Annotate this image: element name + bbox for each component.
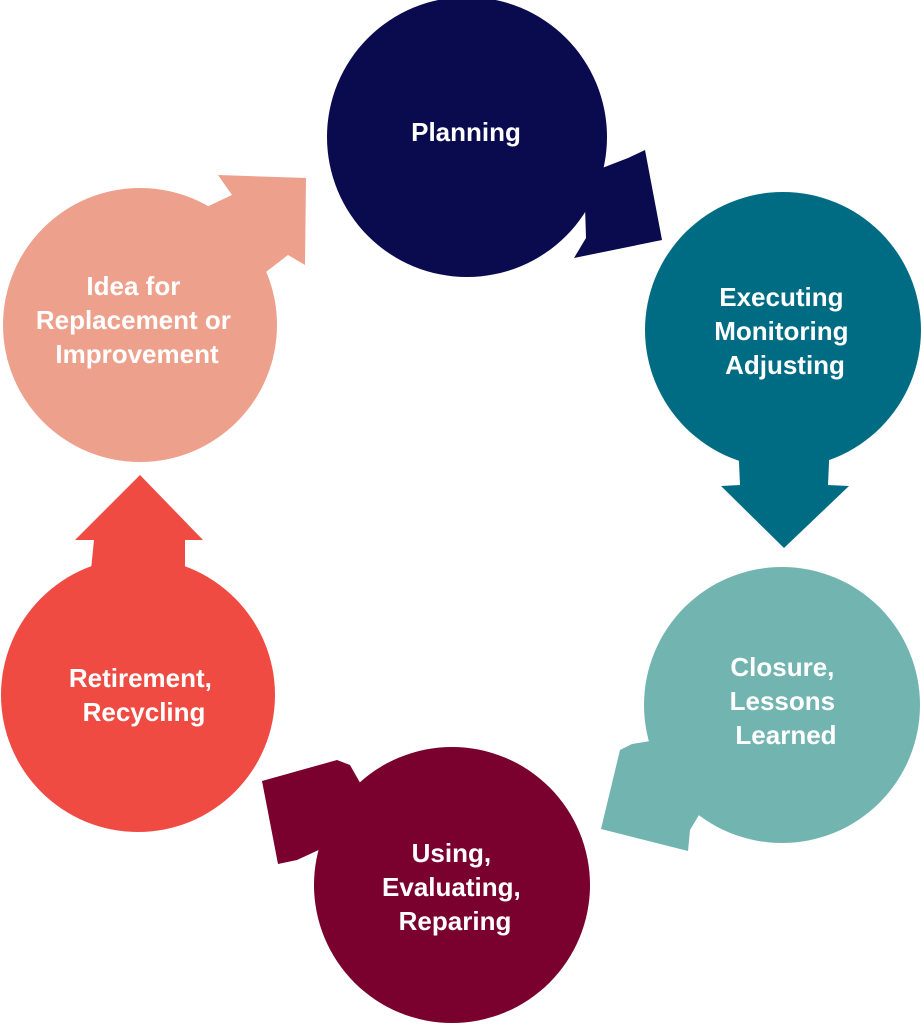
idea-label-line-2: Replacement or: [36, 305, 231, 335]
idea-label: Idea for Replacement or Improvement: [36, 271, 238, 369]
idea-label-line-3: Improvement: [55, 339, 219, 369]
closure-label-line-3: Learned: [735, 720, 836, 750]
retirement-label: Retirement, Recycling: [69, 663, 219, 727]
executing-label-line-3: Adjusting: [725, 350, 845, 380]
using-label: Using, Evaluating, Reparing: [382, 838, 528, 936]
executing-label: Executing Monitoring Adjusting: [714, 282, 856, 380]
idea-circle: [3, 188, 277, 462]
planning-label: Planning: [411, 117, 521, 147]
stage-using: Using, Evaluating, Reparing: [262, 747, 590, 1023]
using-label-line-2: Evaluating,: [382, 872, 521, 902]
using-label-line-1: Using,: [412, 838, 491, 868]
retirement-label-line-1: Retirement,: [69, 663, 212, 693]
using-circle: [314, 747, 590, 1023]
closure-label-line-2: Lessons: [730, 686, 836, 716]
using-arrow: [262, 760, 380, 864]
closure-circle: [644, 567, 920, 843]
stage-closure: Closure, Lessons Learned: [601, 567, 920, 851]
retirement-label-line-2: Recycling: [83, 697, 206, 727]
planning-circle: [327, 0, 607, 277]
idea-label-line-1: Idea for: [86, 271, 180, 301]
closure-label: Closure, Lessons Learned: [730, 652, 843, 750]
using-label-line-3: Reparing: [399, 906, 512, 936]
executing-label-line-2: Monitoring: [714, 316, 848, 346]
executing-circle: [645, 192, 921, 468]
retirement-circle: [1, 558, 275, 832]
executing-label-line-1: Executing: [719, 282, 843, 312]
planning-label-line-1: Planning: [411, 117, 521, 147]
stage-idea: Idea for Replacement or Improvement: [3, 175, 306, 462]
executing-arrow: [721, 440, 849, 548]
stage-executing: Executing Monitoring Adjusting: [645, 192, 921, 548]
closure-label-line-1: Closure,: [730, 652, 834, 682]
stage-planning: Planning: [327, 0, 662, 277]
stage-retirement: Retirement, Recycling: [1, 475, 275, 832]
